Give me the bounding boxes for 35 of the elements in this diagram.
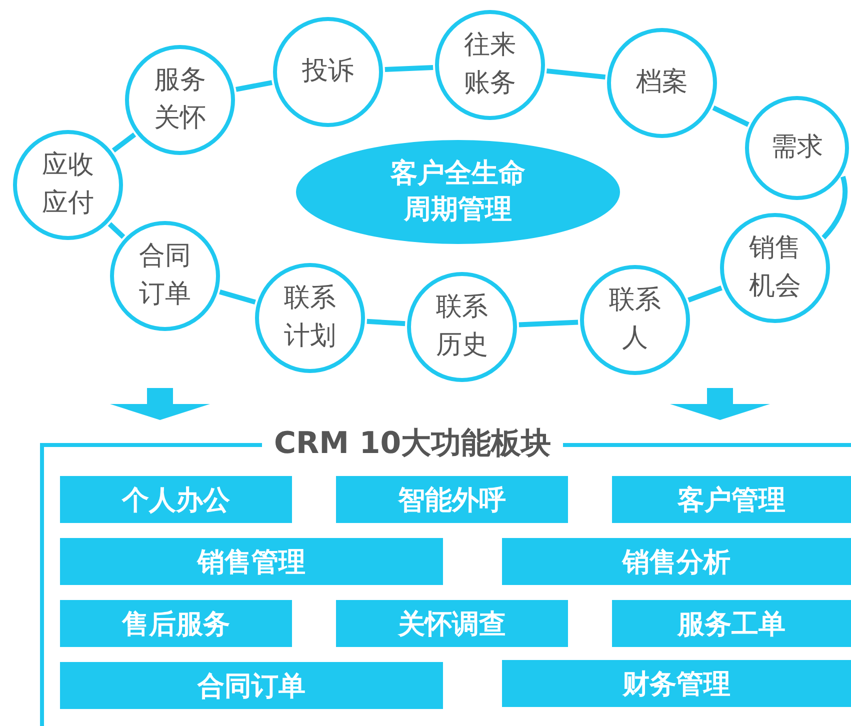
connector-line bbox=[546, 68, 606, 80]
connector-line bbox=[366, 318, 406, 326]
connector-line bbox=[108, 222, 126, 239]
down-arrow bbox=[110, 388, 210, 420]
connector-line bbox=[112, 132, 136, 153]
connector-line bbox=[236, 80, 272, 92]
module-box: 个人办公 bbox=[60, 476, 292, 523]
module-box: 财务管理 bbox=[502, 660, 851, 707]
topic-circle: 合同订单 bbox=[110, 221, 220, 331]
connector-line bbox=[384, 64, 434, 72]
topic-circle: 联系计划 bbox=[255, 263, 365, 373]
down-arrow bbox=[670, 388, 770, 420]
topic-circle: 联系历史 bbox=[407, 272, 517, 382]
center-ellipse: 客户全生命周期管理 bbox=[296, 140, 620, 244]
module-box: 销售分析 bbox=[502, 538, 851, 585]
connector-line bbox=[688, 286, 722, 302]
topic-circle: 投诉 bbox=[273, 17, 383, 127]
topic-circle: 往来账务 bbox=[435, 10, 545, 120]
topic-circle: 需求 bbox=[745, 96, 849, 200]
topic-circle: 档案 bbox=[607, 28, 717, 138]
connector-line bbox=[518, 320, 578, 328]
module-box: 客户管理 bbox=[612, 476, 851, 523]
connector-line bbox=[219, 289, 256, 305]
connector-line bbox=[712, 105, 750, 127]
module-box: 售后服务 bbox=[60, 600, 292, 647]
module-box: 销售管理 bbox=[60, 538, 443, 585]
module-box: 合同订单 bbox=[60, 662, 443, 709]
connector-line bbox=[822, 176, 848, 240]
module-box: 关怀调查 bbox=[336, 600, 568, 647]
topic-circle: 应收应付 bbox=[13, 130, 123, 240]
module-box: 服务工单 bbox=[612, 600, 851, 647]
topic-circle: 联系人 bbox=[580, 265, 690, 375]
topic-circle: 服务关怀 bbox=[125, 45, 235, 155]
topic-circle: 销售机会 bbox=[720, 213, 830, 323]
module-box: 智能外呼 bbox=[336, 476, 568, 523]
